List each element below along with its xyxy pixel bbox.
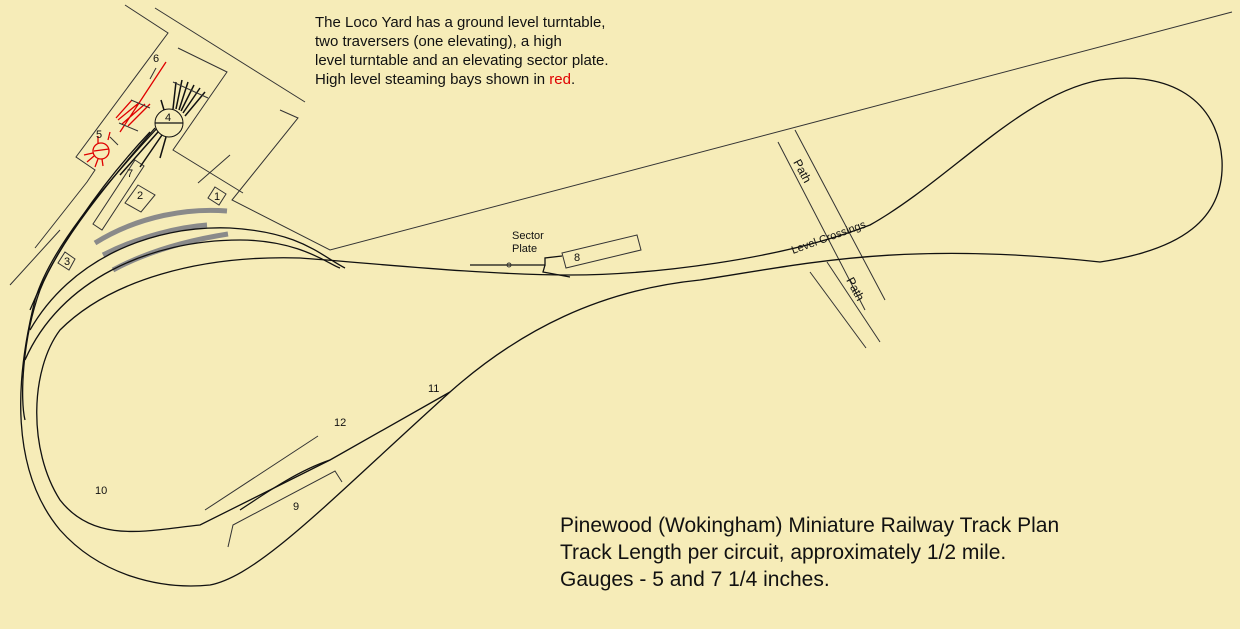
note-line: The Loco Yard has a ground level turntab… (315, 14, 606, 31)
tracks (20, 77, 1223, 587)
platform-b (101, 222, 208, 258)
label-5: 5 (96, 129, 102, 141)
yard-lead-2 (29, 131, 151, 311)
traverser-high (109, 67, 157, 146)
sector-plate-link (542, 264, 571, 278)
label-9: 9 (293, 501, 299, 513)
path-edge (777, 141, 866, 311)
loco-yard-note: The Loco Yard has a ground level turntab… (315, 13, 609, 89)
sector-plate-label-2: Plate (512, 243, 537, 255)
sector-plate-pivot (506, 262, 512, 268)
note-line: two traversers (one elevating), a high (315, 33, 562, 50)
site-boundary (231, 11, 1233, 251)
loop-link-2 (29, 227, 346, 331)
label-2: 2 (137, 190, 143, 202)
label-7: 7 (127, 168, 133, 180)
labels: 6 4 5 7 2 1 3 8 9 10 11 12 Sector Plate … (64, 53, 868, 513)
label-6: 6 (153, 53, 159, 65)
platform-c (111, 231, 229, 273)
note-prefix: High level steaming bays shown in (315, 71, 546, 88)
platforms (93, 207, 229, 273)
note-red-word: red (549, 71, 571, 88)
label-4: 4 (165, 112, 171, 124)
title-line: Track Length per circuit, approximately … (560, 541, 1007, 564)
path-label-upper: Path (790, 157, 814, 185)
marker-3 (57, 251, 76, 271)
turntable-4 (119, 79, 206, 176)
title-line: Pinewood (Wokingham) Miniature Railway T… (560, 514, 1060, 537)
yard-lead-1 (22, 127, 156, 421)
label-12: 12 (334, 417, 346, 429)
path-upper-left (794, 129, 886, 301)
platform-a (93, 207, 228, 246)
label-11: 11 (428, 383, 439, 395)
box-2 (124, 184, 156, 213)
loop-link (24, 239, 341, 361)
label-3: 3 (64, 256, 70, 268)
yard-boundary-top (154, 7, 306, 103)
turntable-building (172, 47, 244, 194)
title-line: Gauges - 5 and 7 1/4 inches. (560, 568, 830, 591)
label-10: 10 (95, 485, 107, 497)
level-crossings-label: Level Crossings (790, 219, 868, 257)
traverser-8 (561, 234, 642, 269)
note-line: level turntable and an elevating sector … (315, 52, 609, 69)
note-line: High level steaming bays shown in red. (315, 70, 609, 89)
label-1: 1 (214, 191, 220, 203)
main-circuit (20, 77, 1223, 587)
traverser-line (172, 81, 209, 99)
high-level-bays (83, 61, 167, 168)
yard-boundary-inner (197, 154, 231, 184)
sector-plate-track (470, 255, 563, 266)
platform-9 (227, 470, 343, 548)
inner-loop (36, 257, 451, 533)
buildings (57, 159, 642, 271)
path-label-lower: Path (843, 275, 867, 303)
traverser-7 (92, 159, 145, 231)
boundary-left (9, 229, 61, 286)
marker-1 (207, 186, 227, 206)
boundaries (9, 4, 1233, 548)
siding-9 (239, 459, 331, 511)
sector-plate-label-1: Sector (512, 230, 544, 242)
label-8: 8 (574, 252, 580, 264)
note-suffix: . (570, 71, 576, 88)
yard-boundary (34, 4, 169, 249)
path-lower (826, 261, 881, 343)
platform-12 (204, 435, 319, 511)
plan-title: Pinewood (Wokingham) Miniature Railway T… (560, 512, 1059, 593)
path-lower-left (809, 271, 867, 349)
